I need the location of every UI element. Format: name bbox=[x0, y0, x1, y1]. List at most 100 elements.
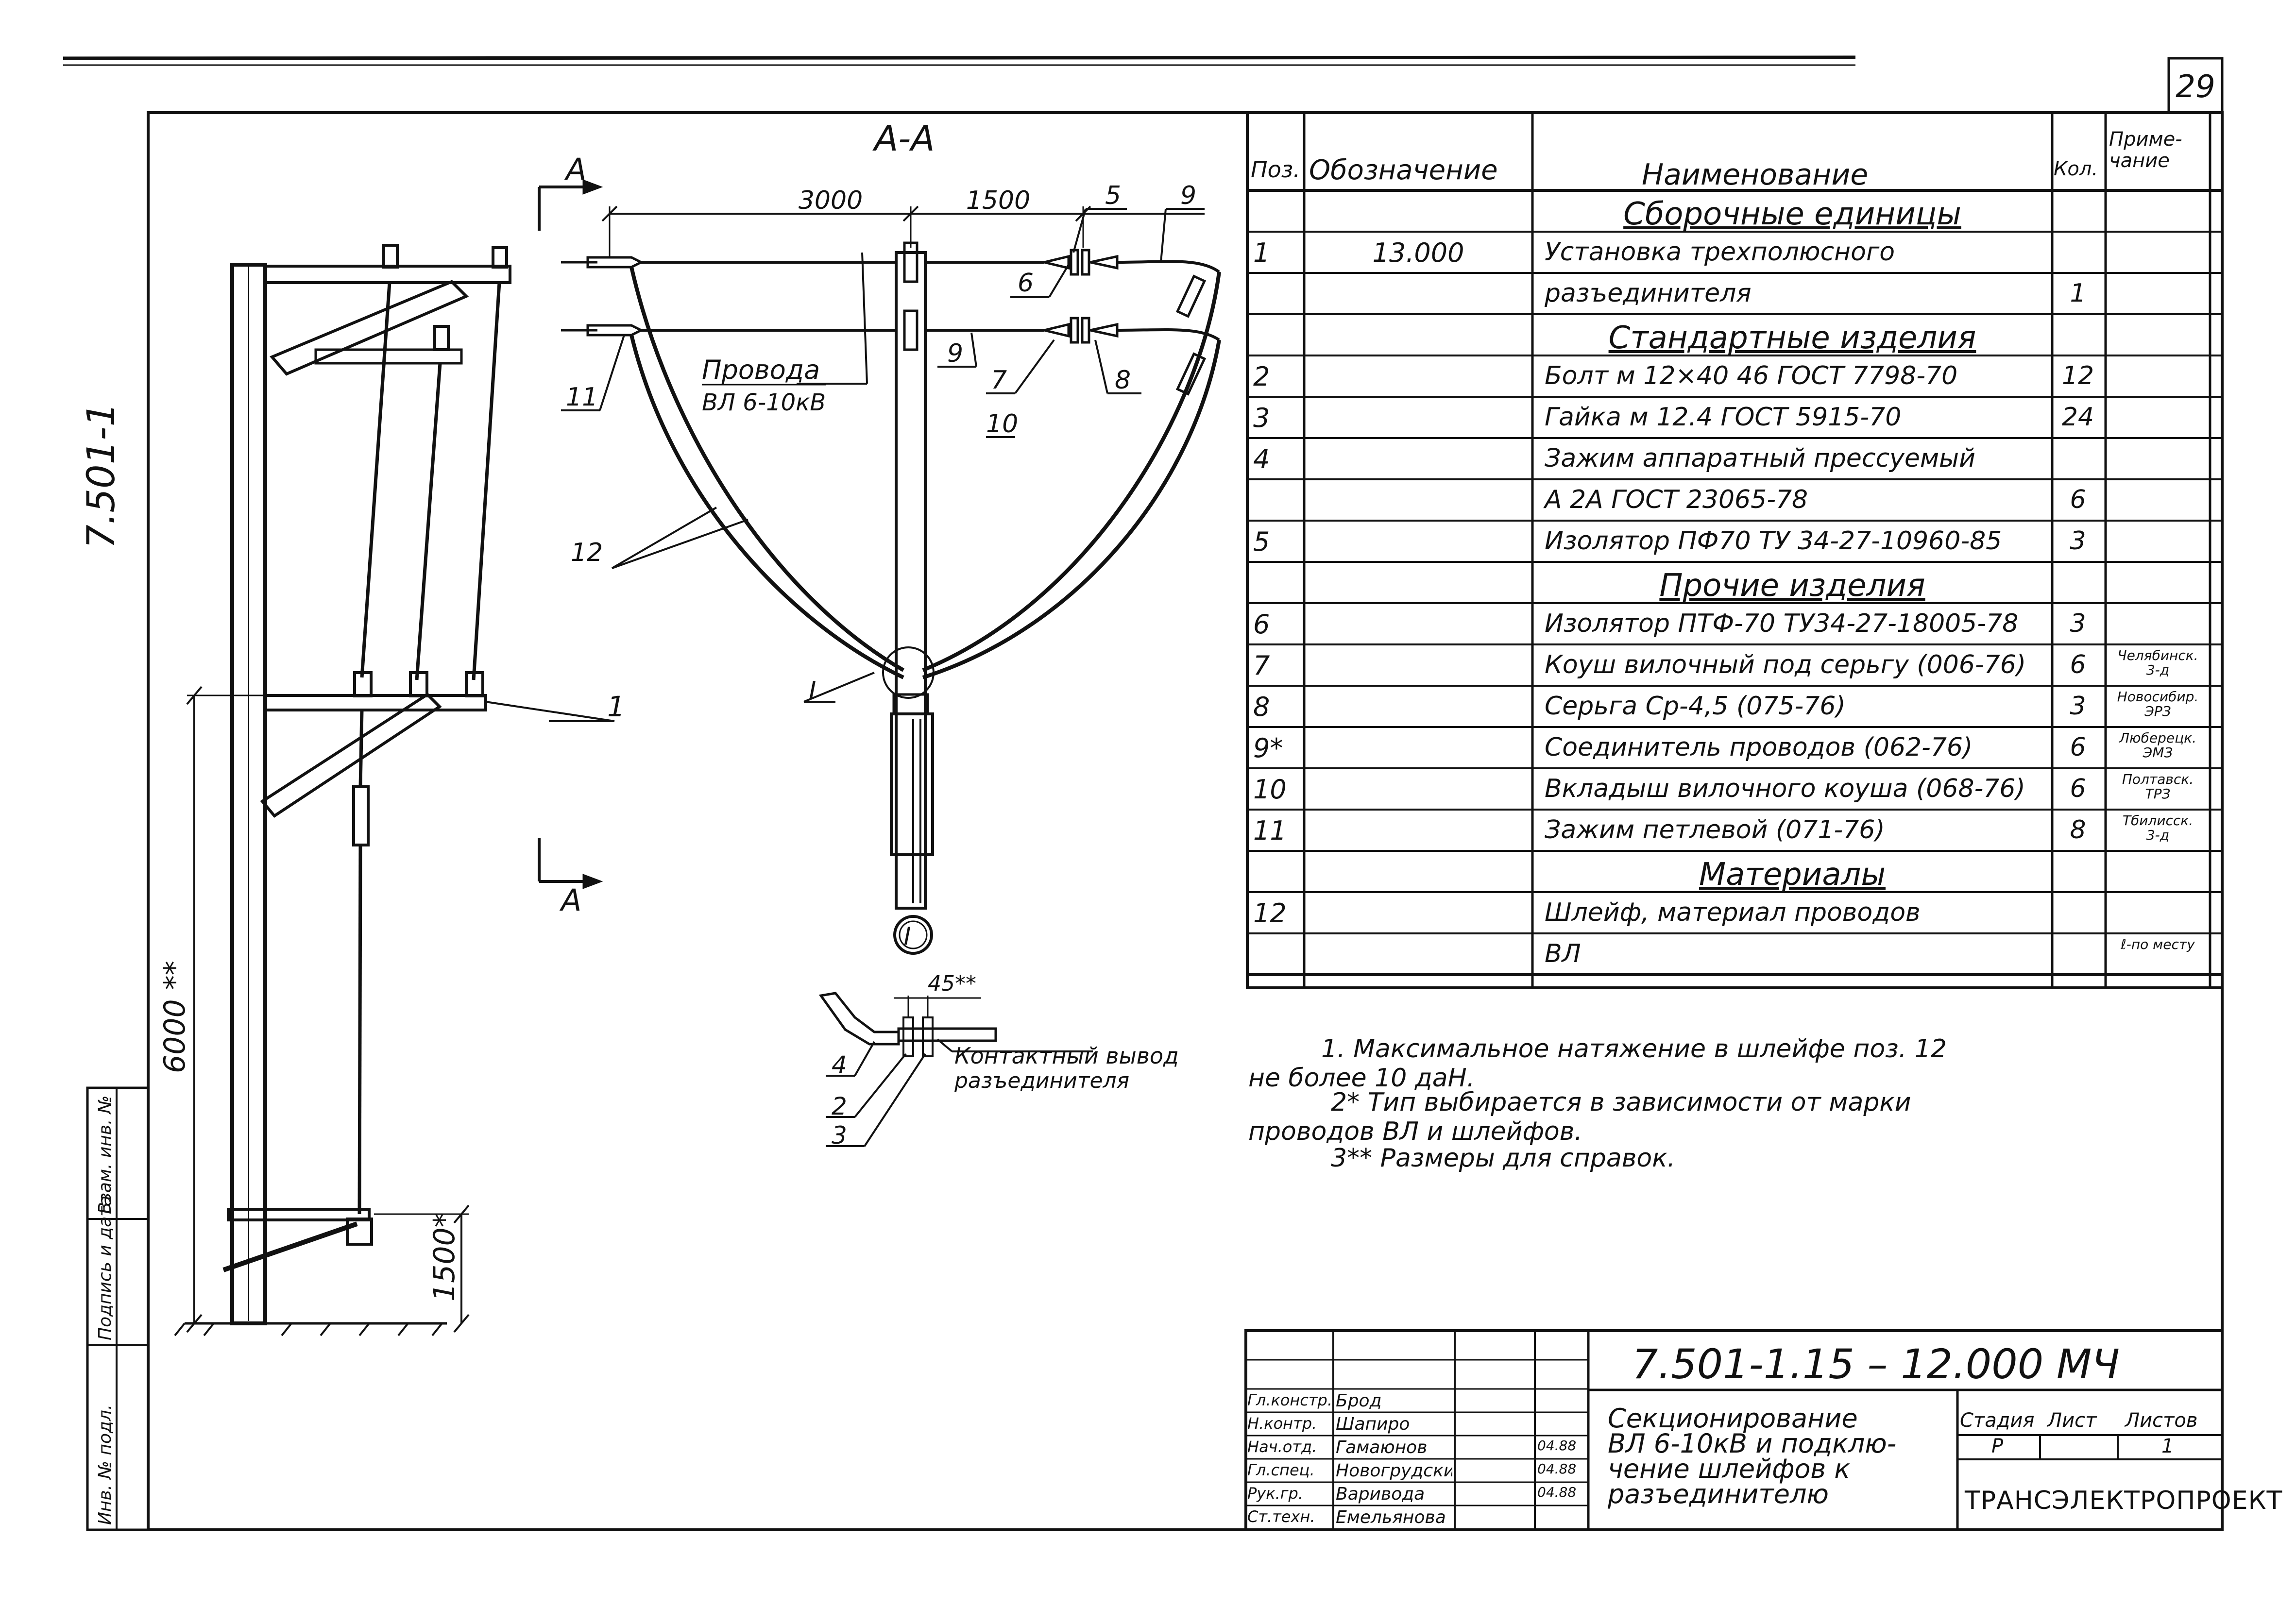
spec-row-name: Серьга Ср-4,5 (075-76) bbox=[1545, 692, 1846, 721]
callout-9-mid: 9 bbox=[947, 339, 963, 368]
signature-name: Новогрудский bbox=[1336, 1461, 1452, 1481]
dim-contact: 45** bbox=[928, 971, 976, 996]
spec-row-pos: 7 bbox=[1253, 650, 1270, 681]
spec-row-lines bbox=[1247, 231, 2222, 976]
spec-row-pos: 12 bbox=[1253, 898, 1287, 929]
top-edge-line bbox=[63, 55, 1856, 60]
spec-row-qty: 6 bbox=[2070, 774, 2086, 803]
signature-name: Емельянова bbox=[1336, 1507, 1446, 1527]
spec-row-note: Челябинск. 3-д bbox=[2117, 647, 2198, 678]
detail-callout: I bbox=[809, 677, 816, 706]
spec-row-pos: 5 bbox=[1253, 526, 1270, 557]
callout-8: 8 bbox=[1115, 366, 1131, 395]
callout-12: 12 bbox=[571, 538, 603, 567]
signature-name: Варивода bbox=[1336, 1484, 1425, 1504]
callout-11: 11 bbox=[566, 383, 598, 412]
spec-row-note: Тбилисск. 3-д bbox=[2122, 812, 2194, 843]
spec-row-qty: 3 bbox=[2070, 609, 2086, 638]
title-line-4: разъединителю bbox=[1608, 1479, 1829, 1509]
arrow-label-bottom: А bbox=[559, 882, 581, 918]
title-block-grid bbox=[1244, 1329, 2224, 1531]
section-title: А-А bbox=[872, 118, 935, 159]
signature-role: Гл.констр. bbox=[1247, 1391, 1332, 1409]
note-2b: проводов ВЛ и шлейфов. bbox=[1248, 1117, 1582, 1146]
callout-7: 7 bbox=[991, 366, 1007, 395]
callout-1: 1 bbox=[607, 690, 625, 723]
sheets-value: 1 bbox=[2161, 1435, 2174, 1457]
wires-title: Провода bbox=[702, 355, 820, 385]
callout-3: 3 bbox=[832, 1121, 847, 1150]
spec-section-title: Стандартные изделия bbox=[1608, 320, 1976, 356]
dim-pole-height: 6000 ** bbox=[158, 961, 192, 1073]
signature-role: Гл.спец. bbox=[1247, 1461, 1315, 1479]
spec-row-qty: 3 bbox=[2070, 692, 2086, 721]
spec-row-note: ℓ-по месту bbox=[2121, 936, 2195, 952]
spec-row-pos: 8 bbox=[1253, 692, 1270, 722]
callout-10: 10 bbox=[986, 409, 1018, 439]
spec-row-name: Соединитель проводов (062-76) bbox=[1545, 733, 1973, 762]
spec-row-pos: 3 bbox=[1253, 403, 1270, 433]
callout-2: 2 bbox=[832, 1092, 847, 1120]
drawing-code: 7.501-1.15 – 12.000 МЧ bbox=[1632, 1340, 2120, 1388]
section-arrows bbox=[538, 179, 603, 889]
callout-6: 6 bbox=[1018, 269, 1034, 298]
spec-row-note: Полтавск. ТРЗ bbox=[2122, 771, 2194, 802]
spec-row-name: А 2А ГОСТ 23065-78 bbox=[1545, 485, 1808, 514]
spec-header-note: Приме- чание bbox=[2109, 128, 2182, 172]
spec-row-qty: 6 bbox=[2070, 485, 2086, 514]
signature-name: Шапиро bbox=[1336, 1414, 1410, 1434]
spec-row-name: Изолятор ПФ70 ТУ 34-27-10960-85 bbox=[1545, 526, 2002, 556]
title-line-3: чение шлейфов к bbox=[1608, 1454, 1850, 1484]
sheets-label: Листов bbox=[2125, 1409, 2198, 1432]
spec-row-name: Вкладыш вилочного коуша (068-76) bbox=[1545, 774, 2025, 803]
spec-row-name: Изолятор ПТФ-70 ТУ34-27-18005-78 bbox=[1545, 609, 2019, 638]
stamp-signature: Подпись и дата bbox=[95, 1196, 115, 1340]
spec-row-name: Зажим аппаратный прессуемый bbox=[1545, 444, 1975, 473]
spec-header-qty: Кол. bbox=[2054, 158, 2098, 180]
spec-row-name: Коуш вилочный под серьгу (006-76) bbox=[1545, 650, 2026, 679]
spec-table-grid bbox=[1246, 111, 2224, 989]
spec-header-pos: Поз. bbox=[1251, 156, 1300, 183]
spec-row-pos: 9* bbox=[1253, 733, 1283, 763]
spec-row-name: ВЛ bbox=[1545, 939, 1581, 968]
dim-base-height: 1500* bbox=[427, 1213, 461, 1302]
sheet-number: 29 bbox=[2176, 69, 2215, 105]
spec-header-name: Наименование bbox=[1642, 158, 1869, 192]
spec-row-pos: 4 bbox=[1253, 444, 1270, 474]
signature-date: 04.88 bbox=[1537, 1438, 1577, 1454]
spec-row-note: Новосибир. ЭРЗ bbox=[2117, 689, 2199, 719]
contact-title: Контактный вывод bbox=[954, 1043, 1179, 1069]
signature-role: Ст.техн. bbox=[1247, 1507, 1315, 1526]
spec-row-name: Шлейф, материал проводов bbox=[1545, 898, 1921, 927]
spec-row-name: Зажим петлевой (071-76) bbox=[1545, 815, 1885, 845]
contact-detail bbox=[818, 992, 1093, 1147]
title-line-1: Секционирование bbox=[1608, 1403, 1858, 1434]
signature-date: 04.88 bbox=[1537, 1484, 1577, 1500]
spec-header-designation: Обозначение bbox=[1309, 154, 1498, 186]
spec-row-designation: 13.000 bbox=[1372, 237, 1464, 268]
signature-date: 04.88 bbox=[1537, 1461, 1577, 1477]
signature-role: Нач.отд. bbox=[1247, 1438, 1317, 1456]
spec-row-note: Люберецк. ЭМЗ bbox=[2119, 730, 2196, 761]
spec-row-pos: 1 bbox=[1253, 237, 1270, 268]
pole-side-view bbox=[174, 244, 615, 1336]
spec-row-name: Установка трехполюсного bbox=[1545, 237, 1895, 267]
side-code: 7.501-1 bbox=[80, 403, 123, 549]
spec-row-pos: 6 bbox=[1253, 609, 1270, 640]
contact-sub: разъединителя bbox=[954, 1068, 1129, 1093]
stage-label: Стадия bbox=[1960, 1409, 2035, 1432]
sheet-label: Лист bbox=[2047, 1409, 2097, 1432]
dim-left-span: 3000 bbox=[799, 186, 863, 215]
spec-row-qty: 6 bbox=[2070, 733, 2086, 762]
note-3: 3** Размеры для справок. bbox=[1331, 1144, 1676, 1173]
spec-row-name: разъединителя bbox=[1545, 279, 1752, 308]
spec-section-title: Сборочные единицы bbox=[1623, 196, 1961, 232]
detail-marker: I bbox=[904, 922, 911, 950]
drawing-title: Секционирование ВЛ 6-10кВ и подклю- чени… bbox=[1608, 1403, 1896, 1509]
note-2a: 2* Тип выбирается в зависимости от марки bbox=[1331, 1088, 1911, 1117]
spec-row-name: Болт м 12×40 46 ГОСТ 7798-70 bbox=[1545, 361, 1958, 390]
signature-role: Рук.гр. bbox=[1247, 1484, 1304, 1503]
signature-name: Гамаюнов bbox=[1336, 1438, 1428, 1457]
title-block-row-lines bbox=[1246, 1411, 1588, 1506]
